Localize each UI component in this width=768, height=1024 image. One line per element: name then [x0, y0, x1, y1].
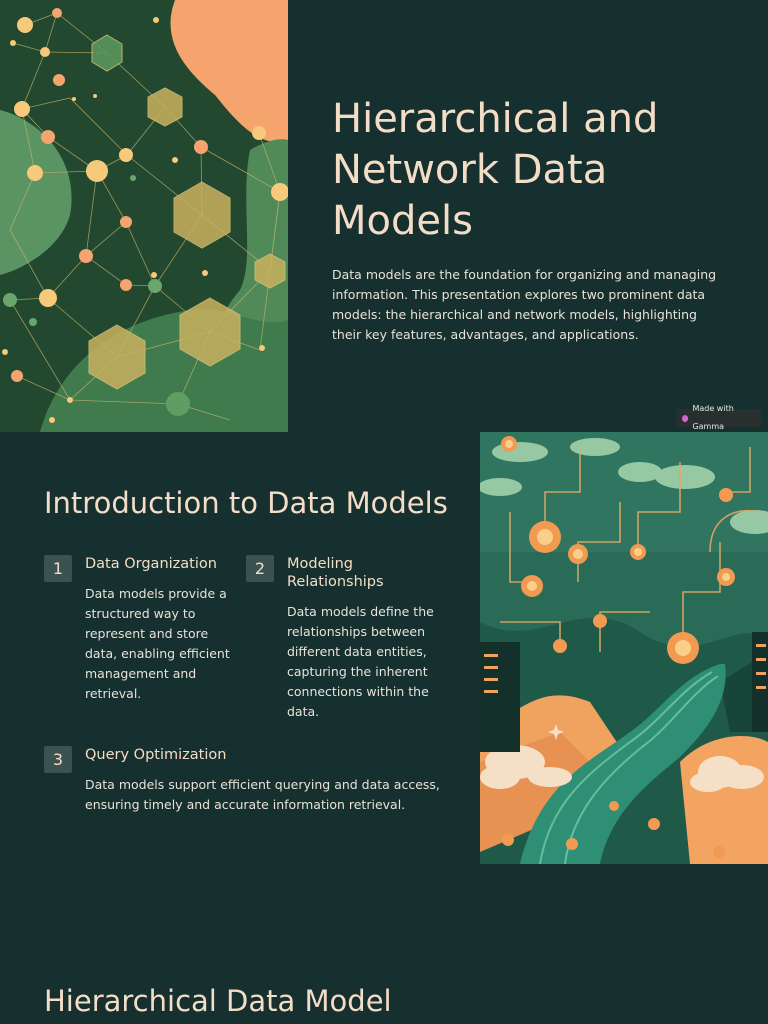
list-item: 2 Modeling Relationships Data models def… — [246, 555, 446, 725]
item-heading: Data Organization — [85, 556, 217, 572]
presentation-title: Hierarchical and Network Data Models — [332, 96, 659, 244]
badge-label: Made with Gamma — [692, 404, 734, 431]
item-number: 1 — [44, 555, 72, 582]
gamma-logo-icon — [682, 414, 689, 422]
section-title: Introduction to Data Models — [44, 486, 448, 520]
item-number: 2 — [246, 555, 274, 582]
intro-slide: Introduction to Data Models 1 Data Organ… — [0, 432, 768, 864]
circuit-landscape-illustration — [480, 432, 768, 864]
item-heading: Modeling Relationships — [287, 556, 384, 590]
item-heading: Query Optimization — [85, 747, 227, 763]
item-body: Data models define the relationships bet… — [287, 604, 434, 719]
section-title: Hierarchical Data Model — [44, 984, 392, 1018]
presentation-description: Data models are the foundation for organ… — [332, 267, 717, 342]
item-number: 3 — [44, 746, 72, 773]
title-slide: Hierarchical and Network Data Models Dat… — [0, 0, 768, 432]
made-with-gamma-badge[interactable]: Made with Gamma — [676, 404, 762, 431]
list-item: 3 Query Optimization Data models support… — [44, 746, 444, 816]
list-item: 1 Data Organization Data models provide … — [44, 555, 239, 705]
molecular-network-illustration — [0, 0, 288, 432]
item-body: Data models support efficient querying a… — [85, 777, 440, 812]
item-body: Data models provide a structured way to … — [85, 586, 230, 701]
